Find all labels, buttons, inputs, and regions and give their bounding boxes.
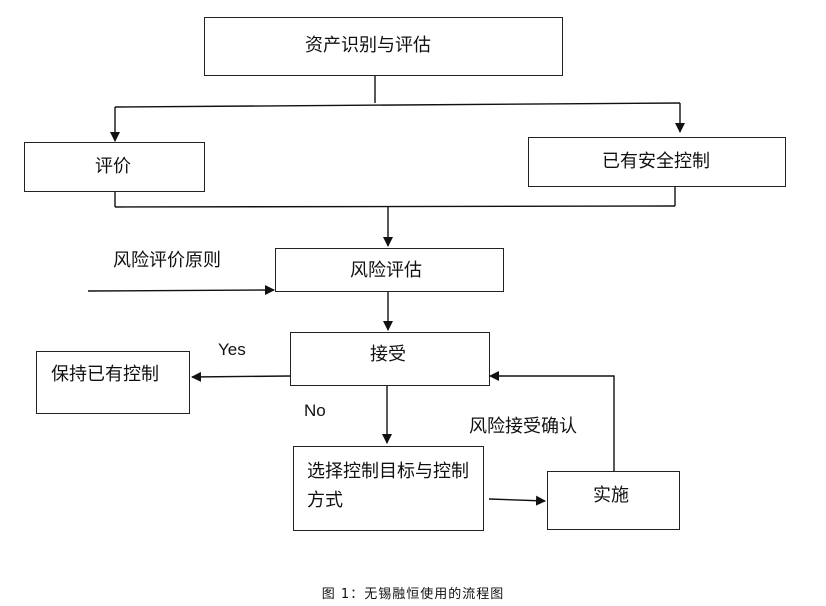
arrow-principles	[87, 285, 275, 296]
implement-label: 实施	[593, 485, 629, 506]
evaluate-label: 评价	[95, 156, 131, 177]
arrow-yes	[191, 371, 291, 382]
merge-horizontal-line	[114, 205, 676, 208]
select-controls-box: 选择控制目标与控制方式	[293, 446, 484, 531]
risk-principles-label: 风险评价原则	[113, 250, 221, 271]
risk-assessment-box: 风险评估	[275, 248, 504, 292]
evaluate-box: 评价	[24, 142, 205, 192]
figure-caption: 图 1：无锡融恒使用的流程图	[321, 587, 505, 602]
no-label: No	[304, 401, 326, 420]
risk-acceptance-confirm-label: 风险接受确认	[469, 416, 577, 437]
keep-controls-label: 保持已有控制	[51, 364, 159, 385]
accept-box: 接受	[290, 332, 490, 386]
risk-assessment-label: 风险评估	[350, 260, 422, 281]
select-controls-label: 选择控制目标与控制方式	[307, 461, 469, 511]
existing-controls-label: 已有安全控制	[602, 151, 710, 172]
accept-label: 接受	[370, 344, 406, 365]
asset-identification-label: 资产识别与评估	[305, 35, 431, 56]
asset-identification-box: 资产识别与评估	[204, 17, 563, 76]
keep-controls-box: 保持已有控制	[36, 351, 190, 414]
yes-label: Yes	[218, 340, 246, 359]
implement-box: 实施	[547, 471, 680, 530]
split-horizontal-line	[114, 102, 681, 108]
existing-controls-box: 已有安全控制	[528, 137, 786, 187]
arrow-to-implement	[488, 495, 546, 506]
arrow-feedback	[489, 371, 615, 471]
